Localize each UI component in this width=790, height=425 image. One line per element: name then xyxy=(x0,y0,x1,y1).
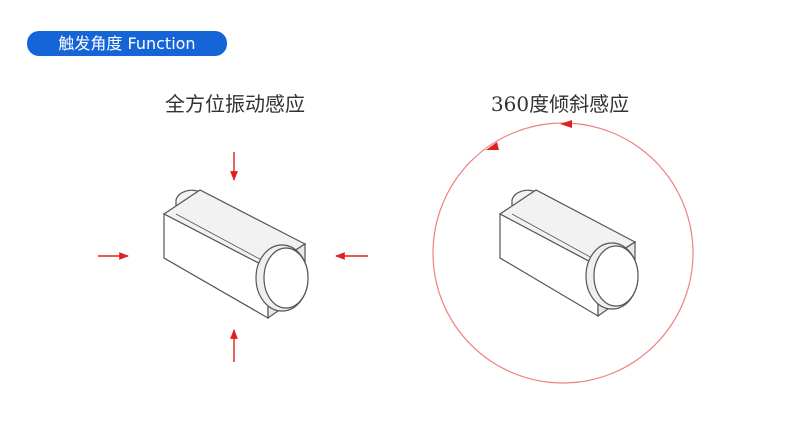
section-badge: 触发角度 Function xyxy=(27,31,227,56)
vibration-arrows xyxy=(98,152,368,362)
section-badge-label: 触发角度 Function xyxy=(58,33,196,53)
left-panel-title: 全方位振动感应 xyxy=(165,92,305,116)
rotation-arrow-icon xyxy=(486,120,572,150)
tilt-sensor-drawing xyxy=(498,189,639,318)
vibration-sensor-drawing xyxy=(162,189,309,320)
right-panel-title: 360度倾斜感应 xyxy=(490,92,630,116)
